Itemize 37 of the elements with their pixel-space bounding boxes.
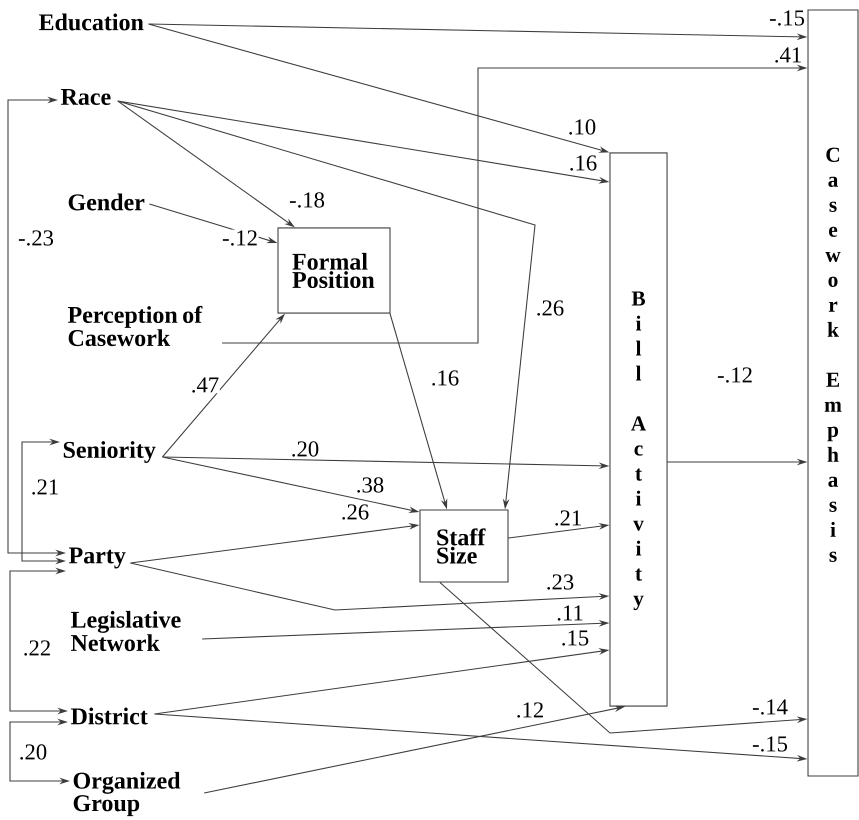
process-box: Formal Position (277, 227, 391, 314)
edge-label: .26 (340, 504, 370, 520)
variable-label: Party (68, 548, 126, 568)
vertical-box: Bill Activity (609, 152, 668, 707)
edge-label: .23 (545, 574, 575, 590)
edge-label: -.14 (751, 698, 789, 716)
process-box: Staff Size (419, 509, 509, 583)
edge-label: -.15 (768, 10, 806, 26)
edge-label: .47 (190, 376, 220, 394)
variable-label: Seniority (64, 441, 156, 463)
variable-label: Legislative Network (70, 610, 181, 652)
edge-label: -.15 (751, 736, 789, 752)
vertical-box: Casework Emphasis (807, 9, 859, 777)
edge-label: -.23 (17, 230, 55, 246)
edge-label: .20 (290, 440, 320, 458)
edge-label: .16 (430, 370, 460, 386)
variable-label: District (70, 708, 148, 724)
variable-label: Organized Group (74, 772, 180, 816)
edge-label: .41 (773, 46, 803, 64)
edge-label: .26 (535, 300, 565, 316)
edge-label: .11 (556, 604, 584, 622)
edge-label: .22 (22, 640, 52, 656)
edge-label: .10 (567, 118, 597, 136)
edge-label: -.12 (716, 366, 754, 384)
edge-label: .21 (30, 478, 60, 496)
edge-label: -.12 (221, 230, 259, 246)
edge-label: .38 (355, 476, 385, 494)
variable-label: Gender (68, 194, 144, 210)
edge-label: .20 (18, 744, 48, 760)
edge-label: .21 (553, 510, 583, 526)
edge-label: .15 (560, 630, 590, 646)
variable-label: Perception of Casework (68, 306, 202, 346)
edge-label: .16 (568, 154, 598, 172)
variable-label: Education (38, 14, 144, 30)
variable-label: Race (60, 89, 111, 105)
edge-label: .12 (515, 702, 545, 718)
edge-label: -.18 (288, 192, 326, 208)
